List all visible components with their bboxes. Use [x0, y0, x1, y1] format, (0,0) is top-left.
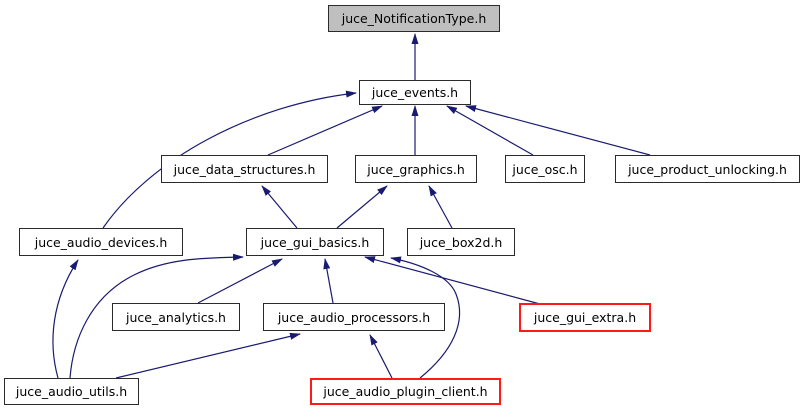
- edge-juce_data_structures_h-to-juce_events_h: [267, 105, 383, 156]
- node-juce_box2d_h[interactable]: juce_box2d.h: [407, 228, 515, 256]
- node-juce_data_structures_h[interactable]: juce_data_structures.h: [161, 155, 328, 183]
- node-juce_gui_basics_h[interactable]: juce_gui_basics.h: [246, 228, 384, 256]
- edges: [52, 33, 651, 379]
- edge-juce_product_unlocking_h-to-juce_events_h: [465, 105, 651, 156]
- edge-juce_audio_processors_h-to-juce_gui_basics_h: [323, 258, 334, 304]
- node-juce_audio_utils_h[interactable]: juce_audio_utils.h: [4, 378, 139, 405]
- edge-juce_box2d_h-to-juce_graphics_h: [428, 185, 453, 229]
- edge-juce_audio_utils_h-to-juce_audio_processors_h: [115, 332, 301, 379]
- edge-juce_audio_utils_h-to-juce_gui_basics_h: [69, 253, 244, 379]
- edge-juce_audio_plugin_client_h-to-juce_gui_basics_h: [390, 256, 461, 379]
- edge-juce_audio_plugin_client_h-to-juce_audio_processors_h: [369, 334, 393, 379]
- edge-juce_osc_h-to-juce_events_h: [446, 105, 534, 156]
- node-juce_notificationtype_h: juce_NotificationType.h: [328, 5, 500, 32]
- node-juce_audio_plugin_client_h[interactable]: juce_audio_plugin_client.h: [310, 378, 501, 405]
- node-juce_gui_extra_h[interactable]: juce_gui_extra.h: [519, 303, 651, 332]
- node-juce_product_unlocking_h[interactable]: juce_product_unlocking.h: [615, 155, 800, 183]
- node-juce_osc_h[interactable]: juce_osc.h: [505, 155, 585, 183]
- node-juce_audio_processors_h[interactable]: juce_audio_processors.h: [263, 303, 445, 331]
- edge-juce_audio_utils_h-to-juce_audio_devices_h: [52, 259, 79, 379]
- node-juce_graphics_h[interactable]: juce_graphics.h: [355, 155, 477, 183]
- node-juce_events_h[interactable]: juce_events.h: [359, 80, 471, 105]
- node-juce_audio_devices_h[interactable]: juce_audio_devices.h: [19, 228, 183, 256]
- edge-juce_audio_devices_h-to-juce_events_h: [102, 90, 357, 229]
- edge-juce_gui_extra_h-to-juce_gui_basics_h: [364, 256, 541, 305]
- node-juce_analytics_h[interactable]: juce_analytics.h: [112, 303, 240, 331]
- edge-juce_gui_basics_h-to-juce_graphics_h: [336, 185, 388, 229]
- edge-juce_analytics_h-to-juce_gui_basics_h: [197, 258, 283, 304]
- edge-juce_gui_basics_h-to-juce_data_structures_h: [261, 185, 298, 229]
